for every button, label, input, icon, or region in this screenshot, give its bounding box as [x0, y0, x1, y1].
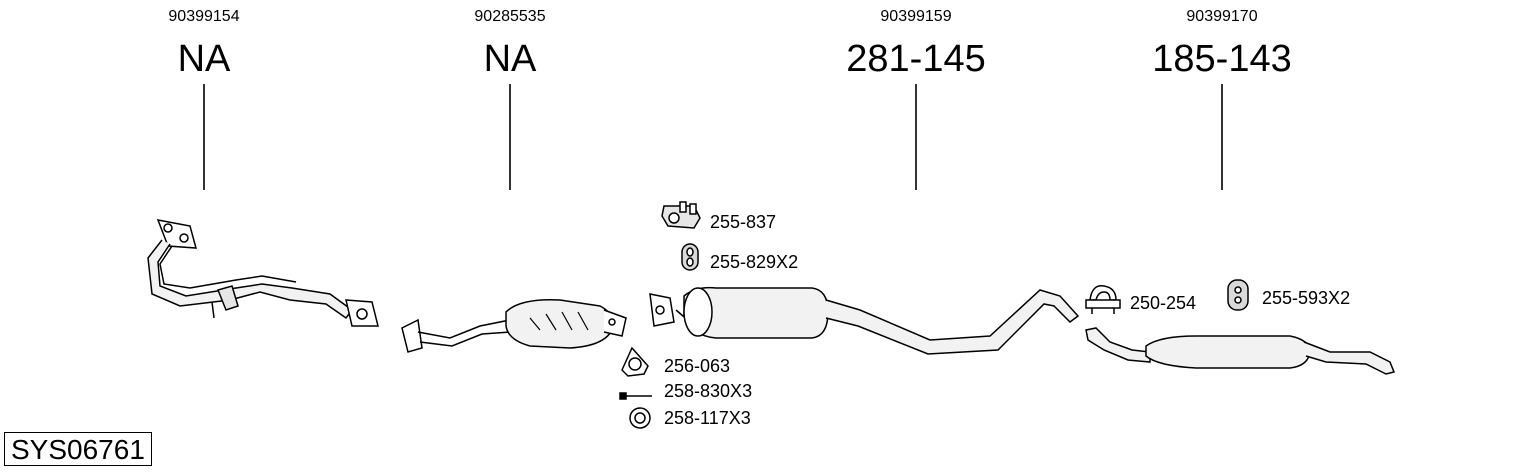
accessory-label-ring: 255-593X2	[1262, 288, 1351, 308]
rubber-ring-icon	[1227, 279, 1249, 311]
accessory-label-bolt: 258-830X3	[664, 381, 753, 401]
oem-number-1: 90399154	[168, 8, 240, 25]
middle-silencer-drawing	[649, 286, 1080, 355]
part-number-4: 185-143	[1152, 38, 1292, 80]
rubber-mount-icon	[681, 243, 699, 271]
catalytic-converter-drawing	[401, 299, 627, 353]
system-code: SYS06761	[4, 432, 152, 466]
accessory-label-hanger: 255-837	[710, 212, 777, 232]
accessory-label-seal: 258-117X3	[664, 408, 751, 428]
part-number-1: NA	[177, 38, 231, 80]
accessory-label-mount: 255-829X2	[710, 252, 799, 272]
bolt-icon	[619, 392, 652, 400]
oem-number-4: 90399170	[1186, 8, 1258, 25]
accessory-label-gasket: 256-063	[664, 356, 731, 376]
part-number-2: NA	[483, 38, 537, 80]
oem-number-3: 90399159	[880, 8, 952, 25]
hanger-bracket-icon	[661, 201, 701, 229]
accessory-label-clamp: 250-254	[1130, 293, 1197, 313]
clamp-icon	[1085, 285, 1121, 314]
part-number-3: 281-145	[846, 38, 986, 80]
front-pipe-drawing	[147, 219, 379, 327]
rear-silencer-drawing	[1085, 327, 1396, 375]
oem-number-2: 90285535	[474, 8, 546, 25]
ring-seal-icon	[629, 407, 651, 429]
gasket-icon	[621, 346, 649, 377]
